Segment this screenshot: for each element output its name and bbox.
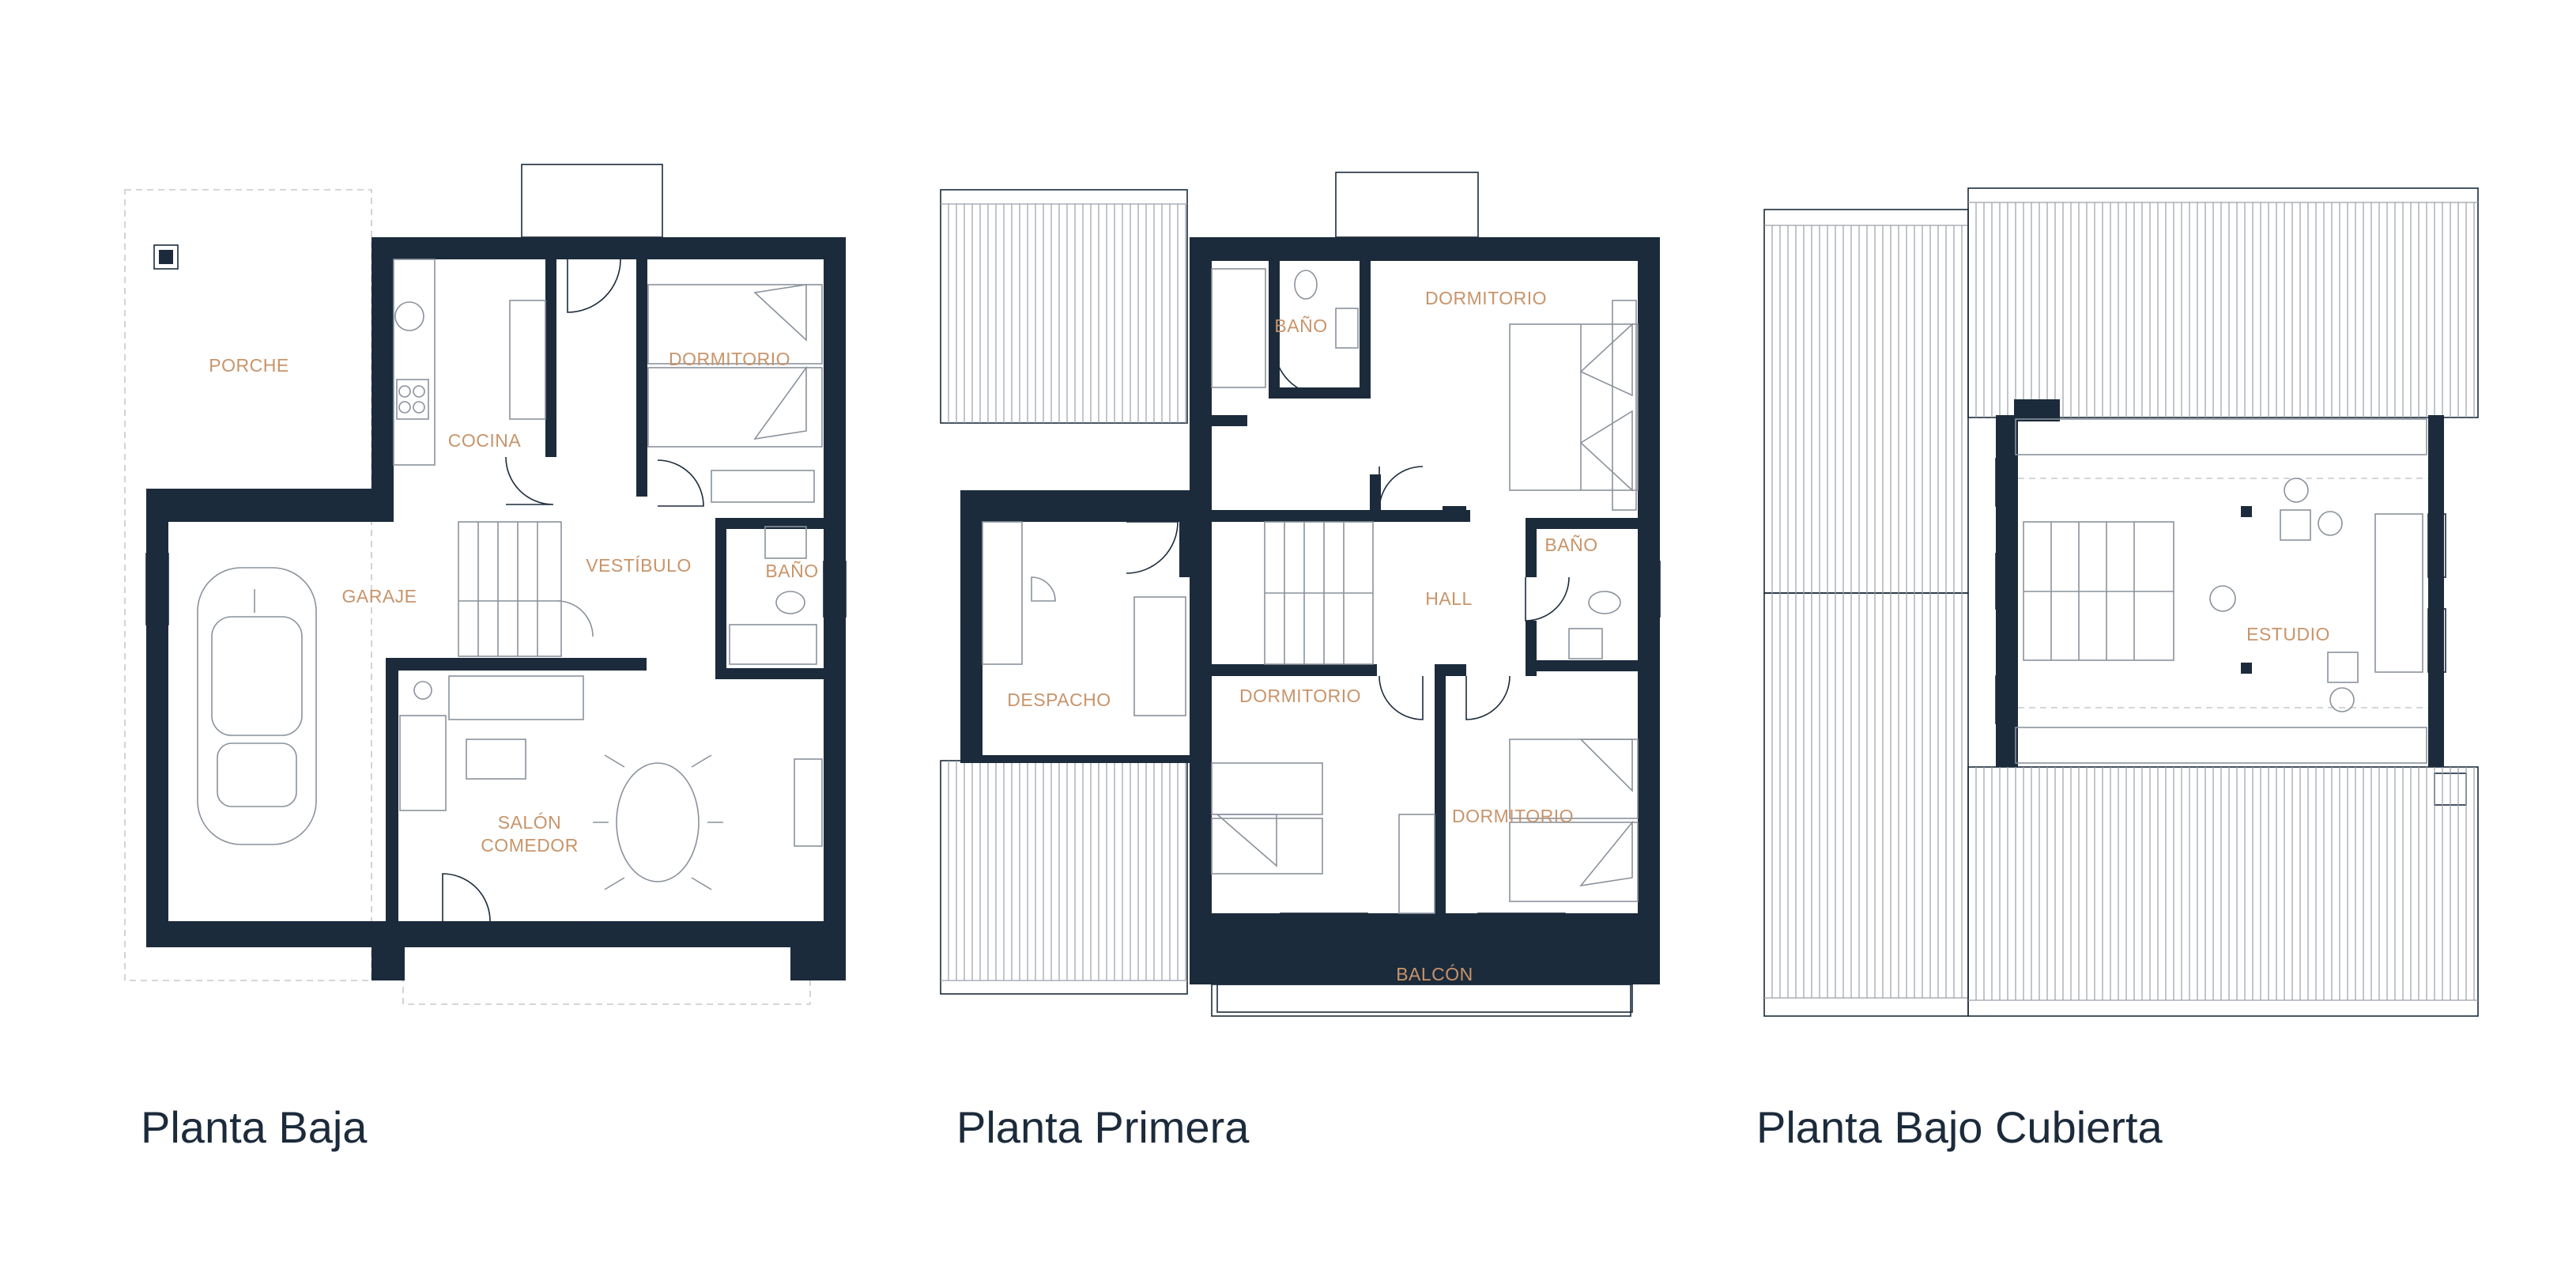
plan-title: Planta Baja [141,1102,368,1152]
roof-panels-primera [940,172,1479,995]
room-label-vestibulo: VESTÍBULO [586,555,692,576]
car-icon [197,567,317,845]
room-label-estudio: ESTUDIO [2246,624,2330,644]
room-label-balcon: BALCÓN [1396,964,1473,984]
plan-title: Planta Bajo Cubierta [1756,1102,2163,1152]
plan-planta-primera: BAÑO DORMITORIO DESPACHO HALL BAÑO DORMI… [940,172,1661,1152]
room-label-garaje: GARAJE [341,586,417,606]
room-label-dormitorio-3: DORMITORIO [1452,806,1574,826]
room-label-porche: PORCHE [209,355,289,376]
room-label-salon: SALÓN [498,812,561,833]
room-label-despacho: DESPACHO [1007,690,1111,710]
walls-planta-bajo-cubierta [1996,399,2444,767]
plan-title: Planta Primera [956,1102,1250,1152]
room-label-comedor: COMEDOR [481,835,579,856]
room-label-bano-1: BAÑO [1274,315,1327,336]
room-label-hall: HALL [1425,588,1473,609]
roof-panels-cubierta [1763,187,2479,1017]
room-label-dormitorio-1: DORMITORIO [1425,288,1547,308]
room-label-dormitorio-2: DORMITORIO [1239,686,1361,706]
plan-planta-baja: PORCHE COCINA DORMITORIO GARAJE VESTÍBUL… [124,164,847,1152]
plan-planta-bajo-cubierta: ESTUDIO Planta Bajo Cubierta [1756,187,2479,1152]
room-label-bano: BAÑO [765,561,818,581]
room-label-cocina: COCINA [448,430,522,451]
room-label-dormitorio: DORMITORIO [669,349,790,369]
walls-planta-primera [960,237,1660,984]
room-label-bano-2: BAÑO [1544,535,1597,555]
